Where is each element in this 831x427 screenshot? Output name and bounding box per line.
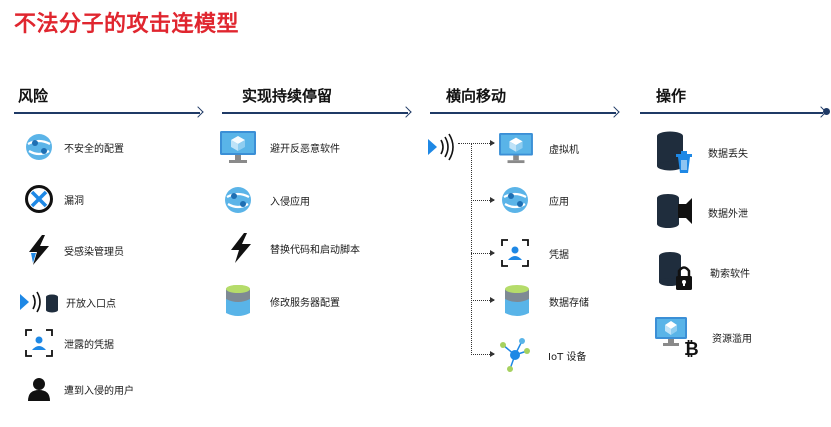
- page-title: 不法分子的攻击连模型: [14, 12, 240, 37]
- column-heading-actions: 操作: [656, 87, 687, 105]
- lateral-connector-vm: [458, 140, 495, 146]
- persistence-item-modify-server-config: 修改服务器配置: [221, 282, 340, 320]
- lateral-connector-iot: [471, 351, 495, 357]
- flow-arrow-1: [14, 112, 200, 114]
- persistence-item-compromise-app: 入侵应用: [221, 183, 310, 217]
- lightning-icon: [22, 233, 56, 267]
- database-icon: [221, 282, 255, 320]
- risk-item-compromised-admin: 受感染管理员: [22, 233, 124, 267]
- item-label: 数据外泄: [708, 208, 748, 220]
- web-app-icon: [498, 183, 532, 217]
- item-label: 资源滥用: [712, 333, 752, 345]
- risk-item-vulnerability: 漏洞: [22, 182, 84, 216]
- user-icon: [22, 372, 56, 406]
- lateral-entry-source: [426, 130, 456, 164]
- item-label: 受感染管理员: [64, 246, 124, 258]
- action-item-ransomware: 勒索软件: [656, 250, 750, 294]
- item-label: 凭据: [549, 249, 569, 261]
- virtual-machine-icon: [498, 130, 534, 166]
- lateral-connector-credentials: [471, 250, 495, 256]
- database-icon: [500, 282, 534, 320]
- lateral-connector-app: [471, 197, 495, 203]
- item-label: 避开反恶意软件: [270, 143, 340, 155]
- lightning-icon: [224, 231, 258, 265]
- credential-icon: [498, 236, 532, 270]
- data-exfiltration-icon: [654, 192, 694, 232]
- persistence-item-replace-code: 替换代码和启动脚本: [224, 231, 360, 265]
- persistence-item-evade-antimalware: 避开反恶意软件: [218, 128, 340, 166]
- lateral-item-credentials: 凭据: [498, 236, 569, 270]
- risk-item-insecure-config: 不安全的配置: [22, 130, 124, 164]
- virtual-machine-icon: [218, 128, 258, 166]
- ransomware-icon: [656, 250, 696, 294]
- web-app-icon: [221, 183, 255, 217]
- vulnerability-icon: [22, 182, 56, 216]
- svg-text:₿: ₿: [684, 339, 698, 358]
- risk-item-leaked-credentials: 泄露的凭据: [22, 326, 114, 360]
- action-item-data-loss: 数据丢失: [654, 130, 748, 174]
- data-loss-icon: [654, 130, 694, 174]
- item-label: 不安全的配置: [64, 143, 124, 155]
- action-item-data-exfiltration: 数据外泄: [654, 192, 748, 232]
- flow-arrow-2: [222, 112, 408, 114]
- broadcast-signal-icon: [426, 130, 456, 164]
- item-label: 泄露的凭据: [64, 339, 114, 351]
- risk-item-compromised-user: 遭到入侵的用户: [22, 372, 134, 406]
- lateral-connector-datastore: [471, 297, 495, 303]
- iot-icon: [498, 336, 532, 374]
- open-entry-point-icon: [18, 285, 60, 319]
- column-heading-lateral-movement: 横向移动: [446, 87, 507, 105]
- action-item-resource-abuse: ₿ 资源滥用: [654, 316, 752, 358]
- item-label: 数据丢失: [708, 148, 748, 160]
- item-label: 应用: [549, 196, 569, 208]
- resource-abuse-icon: ₿: [654, 316, 698, 358]
- column-heading-persistence: 实现持续停留: [242, 87, 333, 105]
- item-label: 遭到入侵的用户: [64, 385, 134, 397]
- risk-item-open-entry-point: 开放入口点: [18, 285, 116, 319]
- flow-arrow-3: [430, 112, 616, 114]
- column-heading-risk: 风险: [18, 87, 49, 105]
- lateral-item-datastore: 数据存储: [500, 282, 589, 320]
- flow-line-4: [640, 112, 823, 114]
- item-label: 数据存储: [549, 297, 589, 309]
- item-label: 修改服务器配置: [270, 297, 340, 309]
- lateral-connector-vertical: [471, 143, 472, 355]
- lateral-item-vm: 虚拟机: [498, 130, 579, 166]
- item-label: 漏洞: [64, 195, 84, 207]
- flow-end-dot: [823, 108, 830, 115]
- item-label: 开放入口点: [66, 298, 116, 310]
- credential-icon: [22, 326, 56, 360]
- item-label: IoT 设备: [548, 351, 587, 363]
- lateral-item-app: 应用: [498, 183, 569, 217]
- item-label: 虚拟机: [549, 144, 579, 156]
- lateral-item-iot: IoT 设备: [498, 336, 586, 374]
- item-label: 入侵应用: [270, 196, 310, 208]
- item-label: 替换代码和启动脚本: [270, 244, 360, 256]
- web-app-icon: [22, 130, 56, 164]
- item-label: 勒索软件: [710, 268, 750, 280]
